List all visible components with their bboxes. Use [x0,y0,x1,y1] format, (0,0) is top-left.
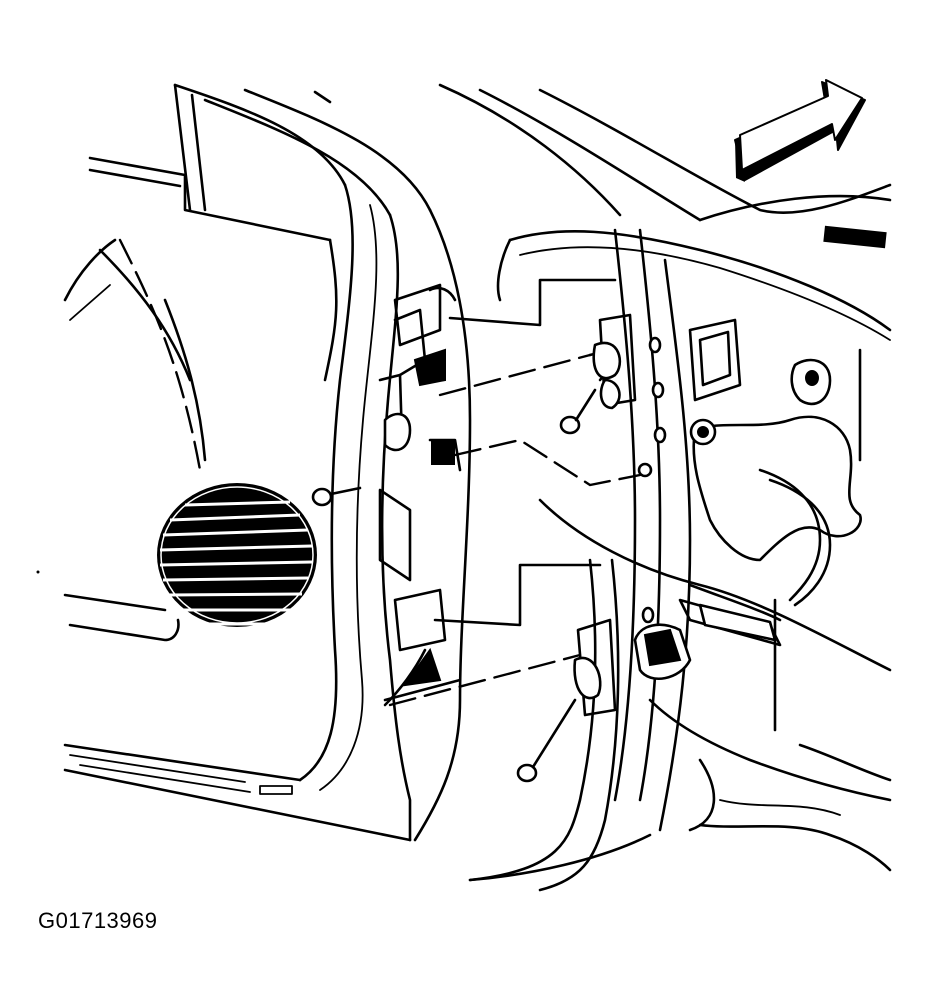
body-pillar [438,83,892,892]
stray-dot [36,570,40,574]
bolt-upper-right [559,388,597,435]
door-panel [63,83,472,842]
bolt-left [311,486,362,507]
figure-code: G01713969 [38,908,158,933]
speaker-grille [157,483,317,627]
bolt-lower-right [516,698,577,783]
door-hinge-mount [378,283,462,707]
bolt-middle-right [637,462,653,478]
leader-lines [388,278,642,707]
front-direction-arrow-icon [734,79,866,182]
